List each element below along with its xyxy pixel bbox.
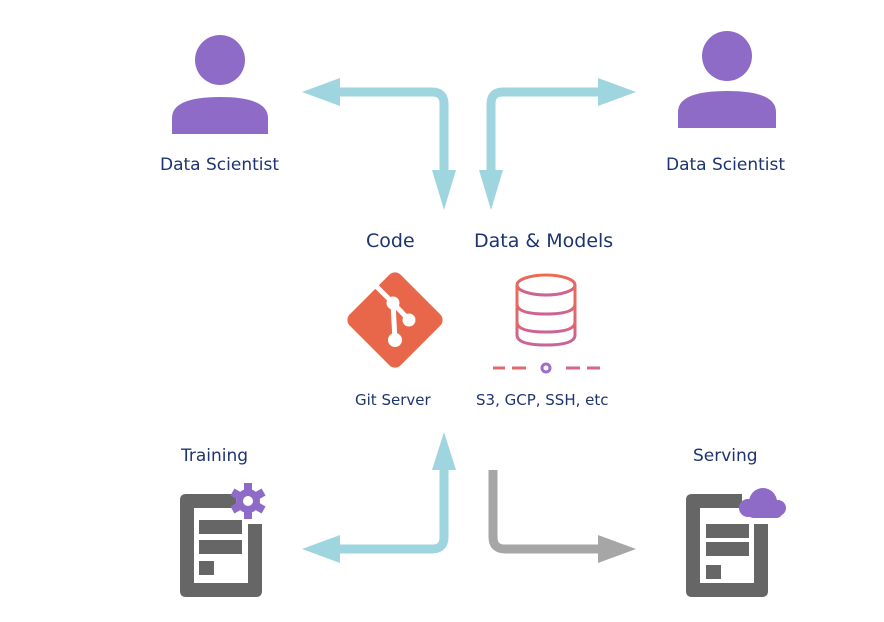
storage-label: S3, GCP, SSH, etc bbox=[476, 391, 609, 409]
training-label: Training bbox=[181, 446, 249, 466]
person-icon bbox=[678, 31, 776, 128]
code-title: Code bbox=[366, 230, 415, 252]
arrow-code-scientist-left bbox=[302, 78, 456, 210]
cloud-icon bbox=[739, 488, 786, 518]
git-icon bbox=[347, 272, 443, 368]
scientist-left-label: Data Scientist bbox=[160, 155, 279, 175]
serving-label: Serving bbox=[693, 446, 758, 466]
arrow-data-scientist-right bbox=[479, 78, 636, 210]
person-icon bbox=[172, 35, 268, 134]
arrow-data-serving bbox=[488, 470, 636, 563]
server-cloud-icon bbox=[686, 488, 786, 597]
scientist-right-label: Data Scientist bbox=[666, 155, 785, 175]
data-models-title: Data & Models bbox=[474, 230, 614, 252]
server-gear-icon bbox=[180, 483, 266, 597]
git-server-label: Git Server bbox=[355, 391, 431, 409]
database-icon bbox=[493, 273, 600, 374]
arrow-code-training bbox=[302, 432, 456, 563]
